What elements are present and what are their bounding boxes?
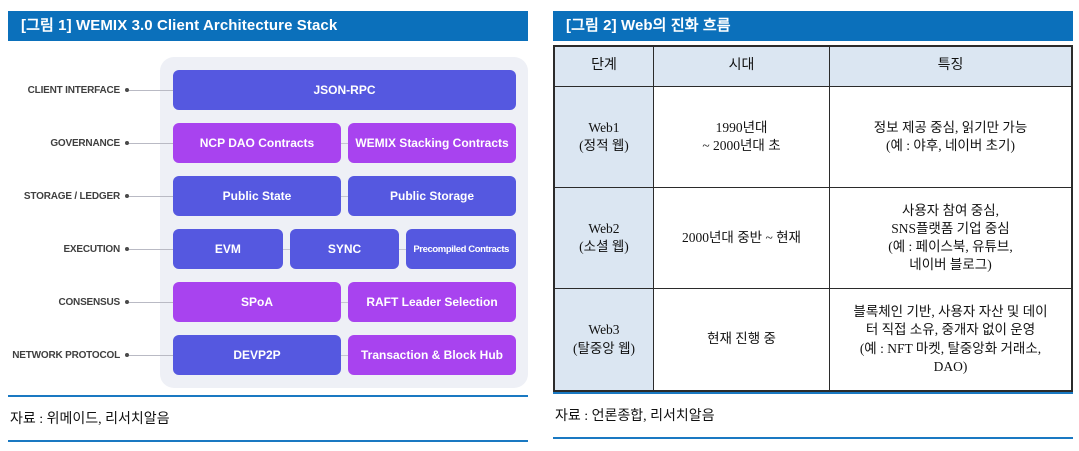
leader-line — [129, 354, 173, 356]
bullet-dot-icon — [125, 247, 129, 251]
table-header-row: 단계 시대 특징 — [555, 47, 1071, 87]
component-box: JSON-RPC — [173, 70, 516, 110]
figure-1-source: 자료 : 위메이드, 리서치알음 — [8, 395, 528, 442]
box-connector-line — [399, 248, 407, 250]
column-header-stage: 단계 — [555, 47, 654, 87]
stage-cell: Web3 (탈중앙 웹) — [555, 289, 654, 390]
component-box: Public Storage — [348, 176, 516, 216]
bullet-dot-icon — [125, 141, 129, 145]
features-cell: 정보 제공 중심, 읽기만 가능 (예 : 야후, 네이버 초기) — [830, 87, 1071, 188]
features-cell: 사용자 참여 중심, SNS플랫폼 기업 중심 (예 : 페이스북, 유튜브, … — [830, 188, 1071, 289]
figure-2-web-evolution: [그림 2] Web의 진화 흐름 단계 시대 특징 Web1 (정적 웹) 1… — [553, 11, 1073, 439]
table-row-web3: Web3 (탈중앙 웹) 현재 진행 중 블록체인 기반, 사용자 자산 및 데… — [555, 289, 1071, 390]
component-box: EVM — [173, 229, 283, 269]
layer-boxes: Public State Public Storage — [173, 176, 516, 216]
layer-governance: GOVERNANCE NCP DAO Contracts WEMIX Stack… — [8, 123, 516, 163]
leader-line — [129, 142, 173, 144]
component-box: RAFT Leader Selection — [348, 282, 516, 322]
bullet-dot-icon — [125, 194, 129, 198]
bullet-dot-icon — [125, 300, 129, 304]
layer-boxes: EVM SYNC Precompiled Contracts — [173, 229, 517, 269]
box-connector-line — [341, 195, 348, 197]
box-connector-line — [341, 301, 348, 303]
table-row-web1: Web1 (정적 웹) 1990년대 ~ 2000년대 초 정보 제공 중심, … — [555, 87, 1071, 188]
layer-boxes: SPoA RAFT Leader Selection — [173, 282, 516, 322]
component-box: DEVP2P — [173, 335, 341, 375]
component-box: WEMIX Stacking Contracts — [348, 123, 516, 163]
layer-label: EXECUTION — [63, 243, 120, 255]
component-box: Transaction & Block Hub — [348, 335, 516, 375]
features-cell: 블록체인 기반, 사용자 자산 및 데이 터 직접 소유, 중개자 없이 운영 … — [853, 304, 1048, 374]
layer-storage-ledger: STORAGE / LEDGER Public State Public Sto… — [8, 176, 516, 216]
diagram-rows: CLIENT INTERFACE JSON-RPC GOVERNANCE NCP… — [8, 70, 528, 388]
column-header-features: 특징 — [830, 47, 1071, 87]
component-box: Public State — [173, 176, 341, 216]
architecture-diagram: CLIENT INTERFACE JSON-RPC GOVERNANCE NCP… — [8, 41, 528, 395]
layer-label: STORAGE / LEDGER — [23, 190, 120, 202]
figure-1-wemix-architecture: [그림 1] WEMIX 3.0 Client Architecture Sta… — [8, 11, 528, 442]
figure-2-title: [그림 2] Web의 진화 흐름 — [553, 11, 1073, 41]
table-row-web2: Web2 (소셜 웹) 2000년대 중반 ~ 현재 사용자 참여 중심, SN… — [555, 188, 1071, 289]
diagram-panel — [160, 57, 528, 388]
leader-line — [129, 301, 173, 303]
component-box: NCP DAO Contracts — [173, 123, 341, 163]
layer-client-interface: CLIENT INTERFACE JSON-RPC — [8, 70, 516, 110]
era-cell: 현재 진행 중 — [654, 289, 830, 390]
stage-cell: Web2 (소셜 웹) — [555, 188, 654, 289]
leader-line — [129, 195, 173, 197]
box-connector-line — [282, 248, 290, 250]
layer-boxes: JSON-RPC — [173, 70, 516, 110]
layer-consensus: CONSENSUS SPoA RAFT Leader Selection — [8, 282, 516, 322]
component-box: SPoA — [173, 282, 341, 322]
component-box: SYNC — [289, 229, 400, 269]
era-cell: 1990년대 ~ 2000년대 초 — [654, 87, 830, 188]
leader-line — [129, 89, 173, 91]
figure-1-title: [그림 1] WEMIX 3.0 Client Architecture Sta… — [8, 11, 528, 41]
figure-2-source: 자료 : 언론종합, 리서치알음 — [553, 392, 1073, 439]
layer-label: CONSENSUS — [58, 296, 120, 308]
era-cell: 2000년대 중반 ~ 현재 — [654, 188, 830, 289]
column-header-era: 시대 — [654, 47, 830, 87]
stage-cell: Web1 (정적 웹) — [555, 87, 654, 188]
box-connector-line — [341, 354, 348, 356]
layer-execution: EXECUTION EVM SYNC Precompiled Contracts — [8, 229, 517, 269]
bullet-dot-icon — [125, 88, 129, 92]
layer-network-protocol: NETWORK PROTOCOL DEVP2P Transaction & Bl… — [8, 335, 516, 375]
layer-boxes: DEVP2P Transaction & Block Hub — [173, 335, 516, 375]
leader-line — [129, 248, 173, 250]
layer-label: NETWORK PROTOCOL — [12, 349, 120, 361]
bullet-dot-icon — [125, 353, 129, 357]
web-evolution-table: 단계 시대 특징 Web1 (정적 웹) 1990년대 ~ 2000년대 초 정… — [553, 45, 1073, 392]
layer-boxes: NCP DAO Contracts WEMIX Stacking Contrac… — [173, 123, 516, 163]
box-connector-line — [341, 142, 348, 144]
component-box: Precompiled Contracts — [406, 229, 517, 269]
layer-label: GOVERNANCE — [50, 137, 120, 149]
layer-label: CLIENT INTERFACE — [27, 84, 121, 96]
